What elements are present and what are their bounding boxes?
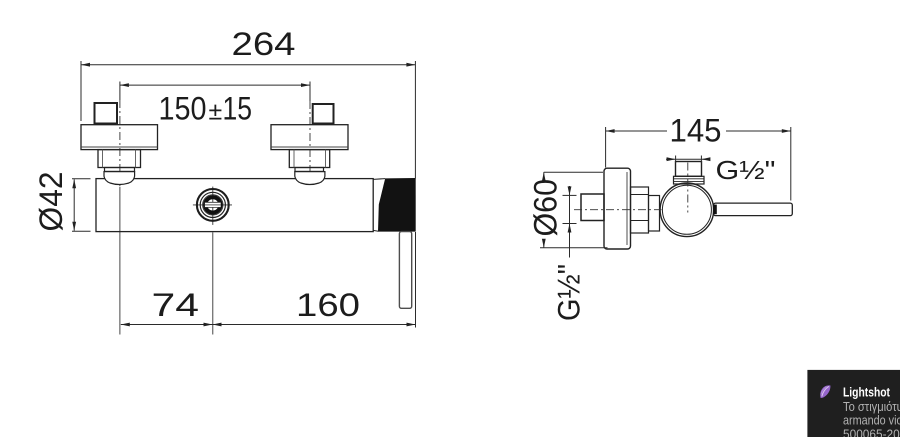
svg-text:74: 74: [152, 287, 200, 323]
svg-text:500065-2019.07.30-10.4: 500065-2019.07.30-10.4: [843, 428, 900, 437]
svg-text:Το στιγμιότυπο αποθ: Το στιγμιότυπο αποθ: [843, 400, 900, 414]
svg-text:264: 264: [232, 26, 296, 62]
svg-text:armando vicario 50006: armando vicario 50006: [843, 414, 900, 428]
svg-text:Ø60: Ø60: [528, 179, 564, 237]
svg-text:G½": G½": [716, 157, 776, 185]
svg-text:150: 150: [159, 90, 207, 126]
svg-text:G½": G½": [551, 264, 587, 321]
svg-text:145: 145: [670, 113, 722, 149]
svg-text:15: 15: [223, 90, 253, 126]
svg-text:Lightshot: Lightshot: [843, 385, 891, 399]
svg-text:Ø42: Ø42: [33, 172, 69, 232]
svg-text:160: 160: [296, 287, 360, 323]
svg-text:±: ±: [209, 97, 223, 125]
